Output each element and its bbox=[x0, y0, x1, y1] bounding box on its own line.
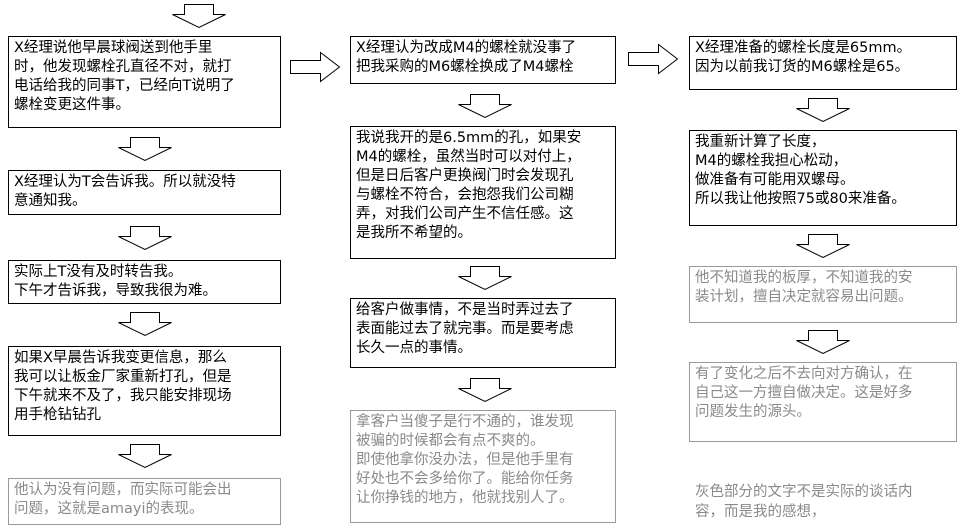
arrow-down-icon bbox=[118, 312, 172, 337]
flow-step-col2-1: X经理认为改成M4的螺栓就没事了 把我采购的M6螺栓换成了M4螺栓 bbox=[350, 36, 616, 84]
reflection-col2: 拿客户当傻子是行不通的，谁发现 被骗的时候都会有点不爽的。 即使他拿你没办法，但… bbox=[350, 410, 616, 523]
arrow-down-icon bbox=[172, 4, 226, 29]
arrow-down-icon bbox=[118, 226, 172, 251]
flow-step-col2-3: 给客户做事情，不是当时弄过去了 表面能过去了就完事。而是要考虑 长久一点的事情。 bbox=[350, 298, 616, 368]
arrow-right-icon bbox=[628, 43, 679, 75]
arrow-down-icon bbox=[796, 330, 850, 355]
reflection-col1: 他认为没有问题，而实际可能会出 问题，这就是amayi的表现。 bbox=[8, 478, 281, 525]
reflection-col3-2: 有了变化之后不去向对方确认，在 自己这一方擅自做决定。这是好多 问题发生的源头。 bbox=[689, 362, 957, 442]
arrow-down-icon bbox=[796, 234, 850, 259]
arrow-down-icon bbox=[796, 98, 850, 123]
flow-step-col1-2: X经理认为T会告诉我。所以就没特 意通知我。 bbox=[8, 170, 281, 215]
flow-step-col1-4: 如果X早晨告诉我变更信息，那么 我可以让板金厂家重新打孔，但是 下午就来不及了，… bbox=[8, 346, 281, 436]
flow-step-col2-2: 我说我开的是6.5mm的孔，如果安 M4的螺栓，虽然当时可以对付上， 但是日后客… bbox=[350, 126, 616, 259]
flow-step-col3-1: X经理准备的螺栓长度是65mm。 因为以前我订货的M6螺栓是65。 bbox=[689, 36, 957, 90]
arrow-down-icon bbox=[458, 378, 512, 403]
reflection-col3-1: 他不知道我的板厚，不知道我的安 装计划，擅自决定就容易出问题。 bbox=[689, 266, 957, 323]
flow-step-col1-1: X经理说他早晨球阀送到他手里 时，他发现螺栓孔直径不对，就打 电话给我的同事T，… bbox=[8, 36, 281, 128]
arrow-right-icon bbox=[290, 51, 341, 83]
arrow-down-icon bbox=[118, 137, 172, 162]
arrow-down-icon bbox=[118, 444, 172, 469]
legend-note: 灰色部分的文字不是实际的谈话内 容，而是我的感想， bbox=[695, 484, 913, 520]
arrow-down-icon bbox=[458, 94, 512, 119]
flow-step-col1-3: 实际上T没有及时转告我。 下午才告诉我，导致我很为难。 bbox=[8, 260, 281, 304]
flow-step-col3-2: 我重新计算了长度， M4的螺栓我担心松动， 做准备有可能用双螺母。 所以我让他按… bbox=[689, 130, 957, 226]
arrow-down-icon bbox=[458, 266, 512, 291]
